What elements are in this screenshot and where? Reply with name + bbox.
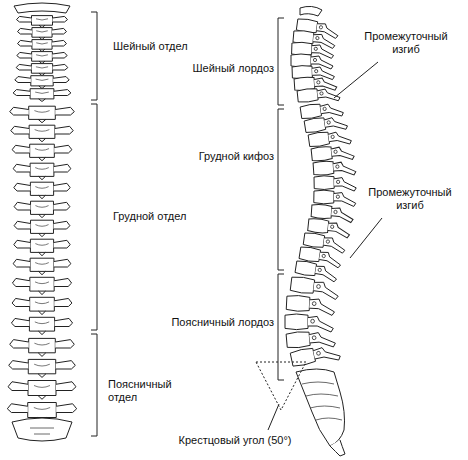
region-label: Поясничный отдел xyxy=(108,378,176,404)
curve-callout: Промежуточный изгиб xyxy=(360,186,460,212)
curve-label: Шейный лордоз xyxy=(186,62,274,75)
region-label: Шейный отдел xyxy=(113,40,193,53)
curve-callout: Промежуточный изгиб xyxy=(356,30,456,56)
curve-label: Грудной кифоз xyxy=(186,150,274,163)
region-label: Грудной отдел xyxy=(113,210,193,223)
curve-label: Поясничный лордоз xyxy=(164,316,274,329)
angle-label: Крестцовый угол (50°) xyxy=(150,434,320,447)
